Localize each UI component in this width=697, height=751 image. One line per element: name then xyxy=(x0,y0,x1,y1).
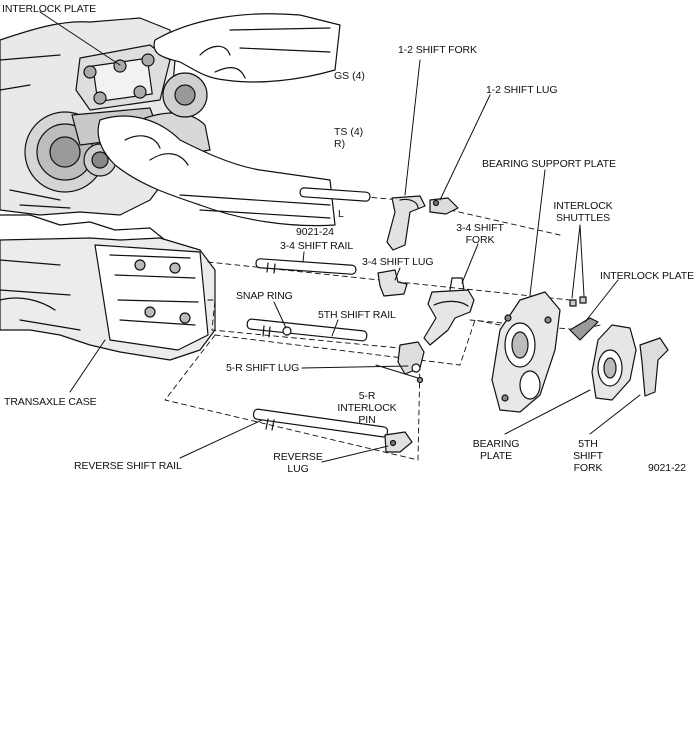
label-34-shift-rail: 3-4 SHIFT RAIL xyxy=(280,240,354,252)
shift-rails xyxy=(246,187,389,438)
label-5th-shift-fork-line3: FORK xyxy=(573,462,603,474)
label-bearing-support-plate: BEARING SUPPORT PLATE xyxy=(482,158,616,170)
rail-reverse xyxy=(252,408,389,438)
upper-case-illustration xyxy=(0,13,341,261)
label-5r-interlock-pin-line1: 5-R xyxy=(358,390,376,402)
rail-top xyxy=(299,187,371,202)
label-12-shift-fork: 1-2 SHIFT FORK xyxy=(398,44,477,56)
label-interlock-shuttles-line1: INTERLOCK xyxy=(553,200,613,212)
leader-lines xyxy=(39,11,641,463)
transaxle-case-drawing xyxy=(0,237,216,361)
rail-34 xyxy=(255,258,357,275)
interlock-plate-part xyxy=(569,317,599,341)
rail-5th xyxy=(246,318,368,342)
label-reverse-lug-line1: REVERSE xyxy=(273,451,323,463)
label-interlock-plate-top: INTERLOCK PLATE xyxy=(2,3,96,15)
label-interlock-plate-right: INTERLOCK PLATE xyxy=(600,270,694,282)
forks-and-lugs xyxy=(377,195,475,453)
label-ref-9021-24: 9021-24 xyxy=(296,226,334,238)
label-fragment-l: L xyxy=(338,208,344,220)
label-34-shift-fork-line2: FORK xyxy=(465,234,495,246)
label-5r-interlock-pin-line3: PIN xyxy=(358,414,376,426)
bearing-plate-part xyxy=(591,324,637,401)
label-5r-interlock-pin-line2: INTERLOCK xyxy=(337,402,397,414)
label-5th-shift-fork-line2: SHIFT xyxy=(573,450,603,462)
bearing-support-plate xyxy=(491,291,561,413)
label-fragment-ts4: TS (4) xyxy=(334,126,364,138)
interlock-shuttles-parts xyxy=(569,296,587,307)
fifth-shift-fork-part xyxy=(639,337,669,397)
label-5th-shift-rail: 5TH SHIFT RAIL xyxy=(318,309,396,321)
label-interlock-shuttles-line2: SHUTTLES xyxy=(555,212,611,224)
label-fragment-gs4: GS (4) xyxy=(334,70,365,82)
label-12-shift-lug: 1-2 SHIFT LUG xyxy=(486,84,558,96)
label-reverse-lug-line2: LUG xyxy=(287,463,309,475)
label-5th-shift-fork-line1: 5TH xyxy=(578,438,598,450)
label-5r-shift-lug: 5-R SHIFT LUG xyxy=(226,362,300,374)
label-reverse-shift-rail: REVERSE SHIFT RAIL xyxy=(74,460,182,472)
label-bearing-plate-line1: BEARING xyxy=(472,438,520,450)
label-34-shift-lug: 3-4 SHIFT LUG xyxy=(362,256,434,268)
label-bearing-plate-line2: PLATE xyxy=(480,450,512,462)
label-ref-9021-22: 9021-22 xyxy=(648,462,686,474)
label-fragment-r: R) xyxy=(334,138,346,150)
label-snap-ring: SNAP RING xyxy=(236,290,293,302)
label-34-shift-fork-line1: 3-4 SHIFT xyxy=(456,222,504,234)
label-transaxle-case: TRANSAXLE CASE xyxy=(4,396,97,408)
